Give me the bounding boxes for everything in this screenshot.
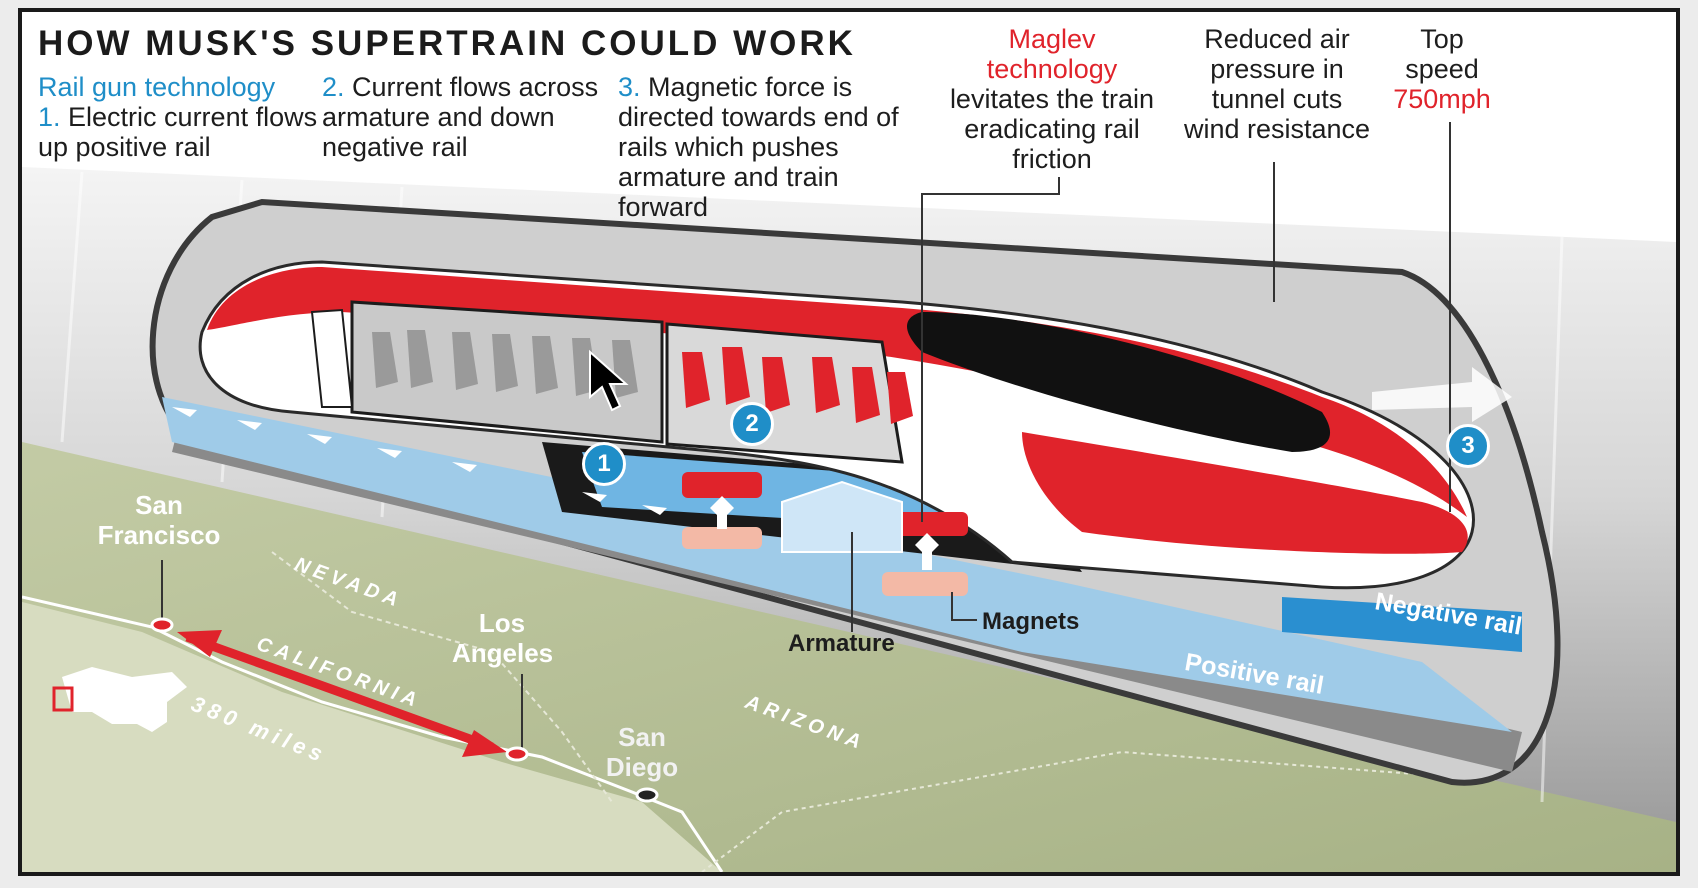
coastline bbox=[22, 595, 724, 872]
armature-block bbox=[781, 480, 903, 553]
magnets-label: Magnets bbox=[982, 608, 1080, 635]
us-map-icon bbox=[62, 667, 187, 732]
maglev-heading: Maglev technology bbox=[986, 24, 1118, 84]
state-border-east bbox=[701, 750, 1523, 872]
railgun-step-2: 2. Current flows across armature and dow… bbox=[322, 72, 602, 162]
train-nose-red bbox=[1022, 432, 1468, 554]
step-badge-3: 3 bbox=[1446, 424, 1490, 468]
step-1-text: Electric current flows up positive rail bbox=[38, 102, 318, 162]
speed-label: Top speed bbox=[1405, 24, 1479, 84]
infographic-frame: HOW MUSK'S SUPERTRAIN COULD WORK Rail gu… bbox=[18, 8, 1680, 876]
maglev-block: Maglev technology levitates the train er… bbox=[947, 24, 1157, 174]
magnets bbox=[682, 472, 968, 596]
armature-label: Armature bbox=[788, 630, 895, 657]
step-3-number: 3. bbox=[618, 72, 641, 102]
negative-rail bbox=[1282, 597, 1522, 652]
passenger-seats-red bbox=[682, 347, 913, 424]
railgun-block: Rail gun technology 1. Electric current … bbox=[38, 72, 318, 162]
current-flow-arrows bbox=[172, 407, 667, 515]
step-badge-1: 1 bbox=[582, 442, 626, 486]
map-ocean-strip bbox=[22, 602, 722, 872]
page-title: HOW MUSK'S SUPERTRAIN COULD WORK bbox=[38, 24, 856, 63]
train-door bbox=[310, 308, 354, 408]
map-label-los-angeles: Los Angeles bbox=[452, 608, 554, 668]
illustration bbox=[22, 122, 1676, 872]
railgun-step-3: 3. Magnetic force is directed towards en… bbox=[618, 72, 933, 222]
forward-arrow-icon bbox=[1372, 367, 1512, 422]
map-locator-box bbox=[52, 686, 74, 712]
step-2-number: 2. bbox=[322, 72, 345, 102]
step-2-text: Current flows across armature and down n… bbox=[322, 72, 599, 162]
route-arrow bbox=[177, 630, 507, 757]
map-label-san-francisco: San Francisco bbox=[97, 490, 221, 550]
up-arrow-icon bbox=[710, 496, 939, 570]
city-markers bbox=[150, 617, 659, 803]
speed-block: Top speed 750mph bbox=[1392, 24, 1492, 114]
railgun-heading: Rail gun technology bbox=[38, 72, 276, 102]
speed-value: 750mph bbox=[1393, 84, 1491, 114]
step-1-number: 1. bbox=[38, 102, 61, 132]
maglev-text: levitates the train eradicating rail fri… bbox=[949, 84, 1155, 174]
train-windshield bbox=[907, 312, 1331, 452]
positive-rail bbox=[162, 397, 1512, 732]
step-badge-2: 2 bbox=[730, 402, 774, 446]
step-3-text: Magnetic force is directed towards end o… bbox=[618, 72, 899, 222]
mouse-cursor-icon bbox=[589, 349, 629, 412]
map-label-san-diego: San Diego bbox=[605, 722, 679, 782]
railgun-step-1: 1. Electric current flows up positive ra… bbox=[38, 102, 318, 162]
air-pressure-text: Reduced air pressure in tunnel cuts wind… bbox=[1183, 24, 1371, 144]
state-border bbox=[271, 551, 613, 803]
